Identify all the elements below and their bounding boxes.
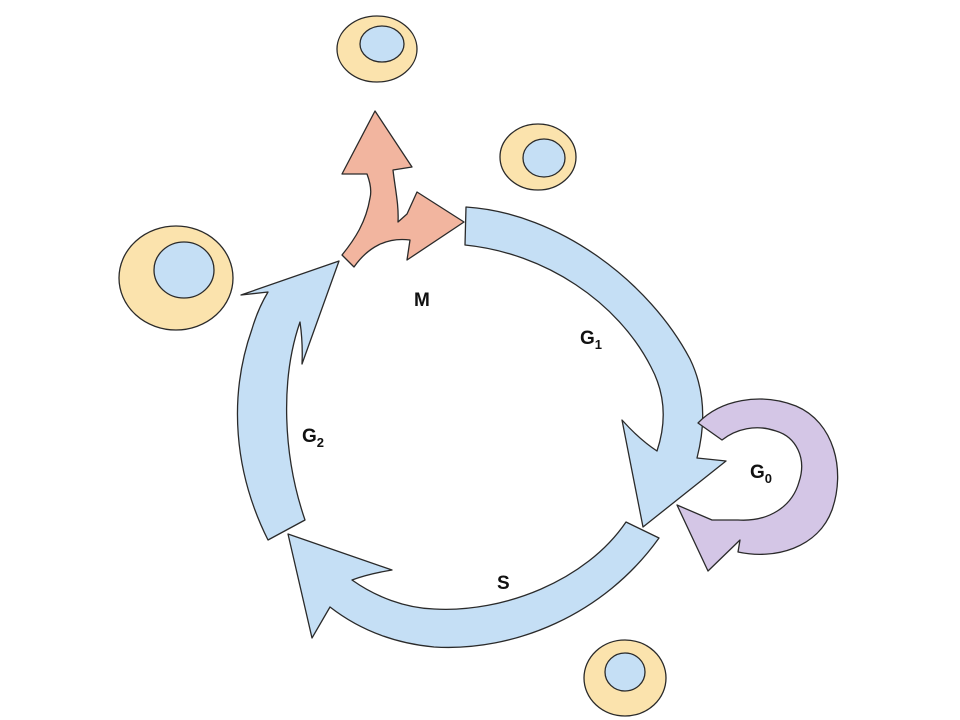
g0-loop-arrow <box>676 398 839 572</box>
cell-bottom <box>583 639 667 717</box>
label-g0-sub: 0 <box>765 471 772 486</box>
s-arc-arrow <box>287 521 660 649</box>
cell-left-large-nucleus <box>153 241 215 299</box>
cell-top <box>336 15 418 83</box>
label-g1-sub: 1 <box>595 337 602 352</box>
label-m: M <box>414 290 430 311</box>
label-g0-main: G <box>750 462 765 483</box>
label-g0: G0 <box>750 462 772 486</box>
mitosis-arrow <box>341 110 465 268</box>
label-g1: G1 <box>580 328 602 352</box>
label-g1-main: G <box>580 328 595 349</box>
cell-upper-right <box>499 123 577 191</box>
cell-bottom-nucleus <box>604 652 646 692</box>
label-s: S <box>497 573 510 594</box>
cell-left-large <box>118 225 234 331</box>
label-g2-main: G <box>302 426 317 447</box>
cell-upper-right-nucleus <box>522 138 566 178</box>
label-g2: G2 <box>302 426 324 450</box>
label-g2-sub: 2 <box>317 435 324 450</box>
g2-arc-arrow <box>236 260 340 541</box>
g1-arc-arrow <box>464 206 727 528</box>
cell-top-nucleus <box>359 25 405 63</box>
